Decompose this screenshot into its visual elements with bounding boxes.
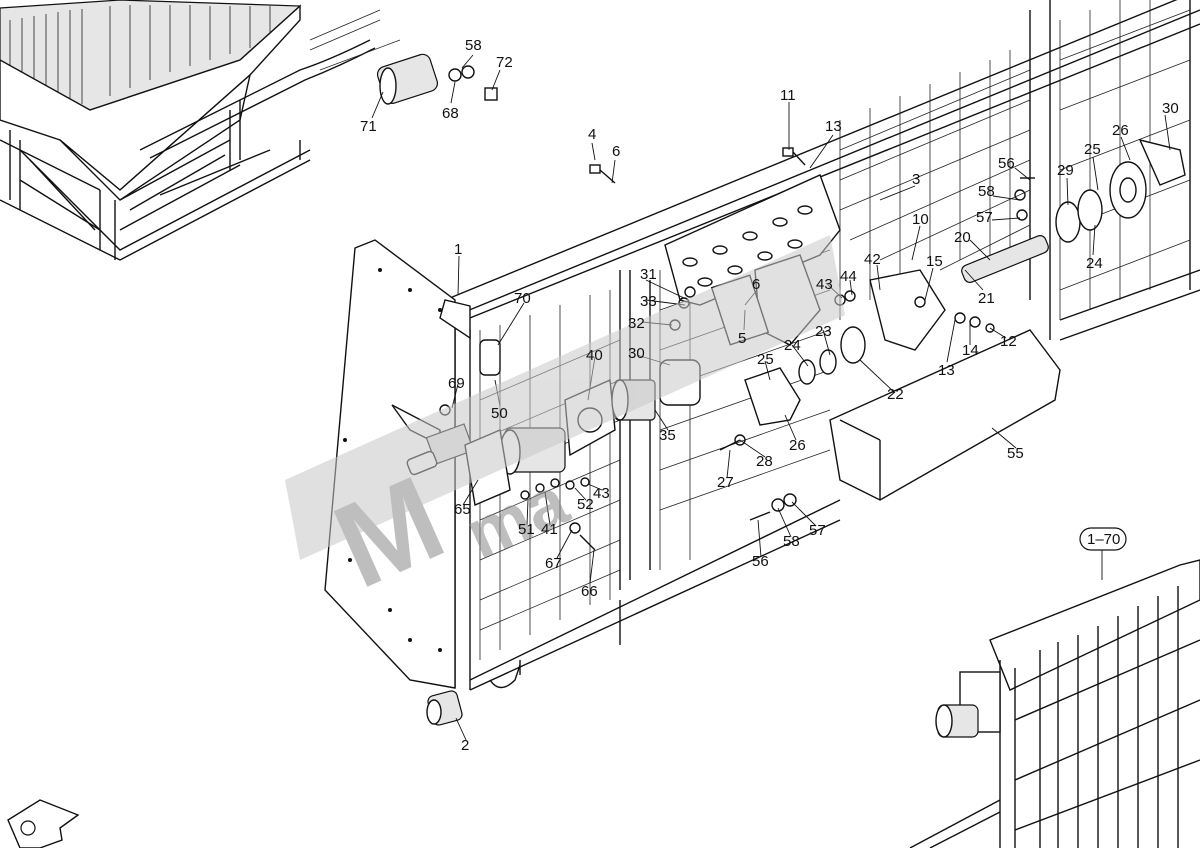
callout: 40 <box>586 347 603 364</box>
callout: 2 <box>461 737 469 754</box>
cover-housing <box>829 329 1061 501</box>
callout: 70 <box>514 290 531 307</box>
screen-frame <box>439 0 1200 691</box>
callout: 66 <box>581 583 598 600</box>
callout: 23 <box>815 323 832 340</box>
callout: 13 <box>825 118 842 135</box>
callout: 58 <box>783 533 800 550</box>
navigation-arrow-icon[interactable] <box>7 799 80 848</box>
callout: 42 <box>864 251 881 268</box>
callout: 32 <box>628 315 645 332</box>
callout: 65 <box>454 501 471 518</box>
callout: 55 <box>1007 445 1024 462</box>
callout: 1 <box>454 241 462 258</box>
callout: 51 <box>518 521 535 538</box>
callout: 31 <box>640 266 657 283</box>
callout: 6 <box>752 276 760 293</box>
callout: 43 <box>816 276 833 293</box>
callout: 69 <box>448 375 465 392</box>
callout: 30 <box>1162 100 1179 117</box>
callout: 24 <box>1086 255 1103 272</box>
callout: 24 <box>784 337 801 354</box>
callout: 56 <box>998 155 1015 172</box>
callout: 15 <box>926 253 943 270</box>
bushing <box>426 664 521 726</box>
callout: 11 <box>780 87 796 104</box>
callout: 12 <box>1000 333 1017 350</box>
callout: 25 <box>757 351 774 368</box>
callout: 28 <box>756 453 773 470</box>
callout: 26 <box>1112 122 1129 139</box>
callout: 43 <box>593 485 610 502</box>
callout: 25 <box>1084 141 1101 158</box>
callout: 52 <box>577 496 594 513</box>
callout: 57 <box>809 522 826 539</box>
callout: 1–70 <box>1087 531 1120 548</box>
callout: 14 <box>962 342 979 359</box>
callout: 20 <box>954 229 971 246</box>
callout: 41 <box>541 521 558 538</box>
callout: 27 <box>717 474 734 491</box>
callout: 67 <box>545 555 562 572</box>
callout: 57 <box>976 209 993 226</box>
reference-box <box>1079 527 1127 551</box>
callout: 5 <box>738 330 746 347</box>
callout: 33 <box>640 293 657 310</box>
callout: 13 <box>938 362 955 379</box>
callout: 22 <box>887 386 904 403</box>
top-motor <box>376 53 498 105</box>
callout: 72 <box>496 54 513 71</box>
callout: 10 <box>912 211 929 228</box>
callout-labels: 58 72 71 68 11 13 4 6 30 26 25 29 56 58 … <box>360 37 1179 754</box>
callout: 4 <box>588 126 596 143</box>
callout: 6 <box>612 143 620 160</box>
callout: 30 <box>628 345 645 362</box>
callout: 35 <box>659 427 676 444</box>
callout: 56 <box>752 553 769 570</box>
callout: 50 <box>491 405 508 422</box>
callout: 58 <box>465 37 482 54</box>
drive-shaft <box>798 138 1186 385</box>
callout: 3 <box>912 171 920 188</box>
callout: 26 <box>789 437 806 454</box>
callout: 68 <box>442 105 459 122</box>
callout: 44 <box>840 268 857 285</box>
callout: 29 <box>1057 162 1074 179</box>
hopper-assembly-inset <box>0 0 401 261</box>
callout: 58 <box>978 183 995 200</box>
callout: 71 <box>360 118 377 135</box>
assembled-screen-inset <box>909 559 1200 848</box>
callout: 21 <box>978 290 995 307</box>
